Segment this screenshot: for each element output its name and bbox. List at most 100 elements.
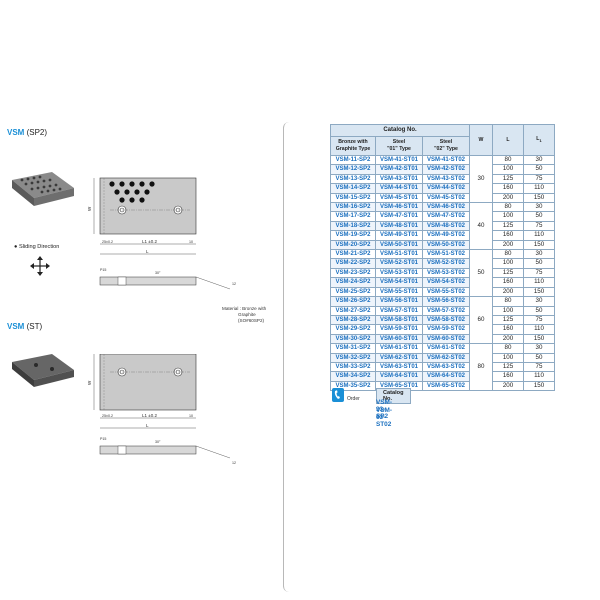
cell-l1-value: 150	[523, 192, 555, 204]
cell-l-value: 160	[492, 183, 524, 194]
cell-bronze-code: VSM-29-SP2	[330, 324, 376, 335]
dim-l: L	[146, 423, 149, 428]
cell-steel02-code: VSM-61-ST02	[422, 343, 470, 354]
cell-steel01-code: VSM-58-ST01	[375, 314, 423, 326]
cell-steel02-code: VSM-55-ST02	[422, 286, 470, 298]
cell-l1-value: 75	[523, 361, 555, 373]
cell-steel01-code: VSM-64-ST01	[375, 371, 423, 382]
cell-bronze-code: VSM-33-SP2	[330, 361, 376, 373]
cell-bronze-code: VSM-15-SP2	[330, 192, 376, 204]
phone-order-icon	[332, 388, 344, 402]
cell-steel02-code: VSM-64-ST02	[422, 371, 470, 382]
cell-steel01-code: VSM-55-ST01	[375, 286, 423, 298]
order-label: Order	[347, 396, 360, 402]
cell-l-value: 125	[492, 314, 524, 326]
cell-bronze-code: VSM-16-SP2	[330, 202, 376, 213]
cell-steel02-code: VSM-54-ST02	[422, 277, 470, 288]
dim-w: W	[87, 380, 92, 385]
cell-l1-value: 110	[523, 277, 555, 288]
cell-steel01-code: VSM-61-ST01	[375, 343, 423, 354]
order-example-2: VSM-63-ST02	[376, 407, 392, 428]
cell-l1-value: 50	[523, 164, 555, 175]
cell-bronze-code: VSM-34-SP2	[330, 371, 376, 382]
cell-steel02-code: VSM-49-ST02	[422, 230, 470, 241]
cell-w-value: 60	[469, 296, 493, 345]
cell-l-value: 125	[492, 173, 524, 185]
cell-l-value: 80	[492, 249, 524, 260]
cell-l-value: 200	[492, 286, 524, 298]
cell-bronze-code: VSM-17-SP2	[330, 211, 376, 222]
cell-l1-value: 75	[523, 173, 555, 185]
cell-steel01-code: VSM-49-ST01	[375, 230, 423, 241]
cell-bronze-code: VSM-30-SP2	[330, 333, 376, 345]
cell-steel02-code: VSM-57-ST02	[422, 305, 470, 316]
cell-l1-value: 75	[523, 267, 555, 279]
cell-steel01-code: VSM-44-ST01	[375, 183, 423, 194]
cell-steel02-code: VSM-45-ST02	[422, 192, 470, 204]
cell-l-value: 125	[492, 267, 524, 279]
cell-l-value: 125	[492, 220, 524, 232]
dim-p15: P15	[100, 437, 106, 441]
cell-l1-value: 75	[523, 314, 555, 326]
cell-steel02-code: VSM-58-ST02	[422, 314, 470, 326]
cell-steel02-code: VSM-60-ST02	[422, 333, 470, 345]
product-image-sp2	[12, 172, 74, 206]
cell-l1-value: 110	[523, 230, 555, 241]
material-note: Material : Bronze with Graphite (SO#60SP…	[222, 306, 267, 323]
cell-l1-value: 150	[523, 286, 555, 298]
cell-steel01-code: VSM-53-ST01	[375, 267, 423, 279]
cell-bronze-code: VSM-24-SP2	[330, 277, 376, 288]
cell-l-value: 160	[492, 324, 524, 335]
cell-steel01-code: VSM-51-ST01	[375, 249, 423, 260]
cell-bronze-code: VSM-18-SP2	[330, 220, 376, 232]
cell-l1-value: 75	[523, 220, 555, 232]
cell-bronze-code: VSM-11-SP2	[330, 154, 376, 166]
col-l-header: L	[492, 124, 524, 156]
cell-steel01-code: VSM-43-ST01	[375, 173, 423, 185]
cell-bronze-code: VSM-12-SP2	[330, 164, 376, 175]
cell-bronze-code: VSM-32-SP2	[330, 352, 376, 363]
cell-l-value: 80	[492, 154, 524, 166]
section-title-st: VSM (ST)	[7, 322, 42, 331]
cell-steel02-code: VSM-44-ST02	[422, 183, 470, 194]
dim-p15: P15	[100, 268, 106, 272]
cell-l-value: 160	[492, 277, 524, 288]
cell-l-value: 160	[492, 230, 524, 241]
cell-steel01-code: VSM-60-ST01	[375, 333, 423, 345]
cell-l-value: 125	[492, 361, 524, 373]
cell-w-value: 30	[469, 154, 493, 204]
cell-steel01-code: VSM-54-ST01	[375, 277, 423, 288]
cell-l1-value: 50	[523, 352, 555, 363]
cell-l-value: 100	[492, 352, 524, 363]
cell-steel02-code: VSM-41-ST02	[422, 154, 470, 166]
cell-bronze-code: VSM-19-SP2	[330, 230, 376, 241]
dim-ten: 10	[189, 240, 193, 244]
table-header-row: Catalog No. W L L1	[330, 124, 555, 156]
dim-l1: L1 ±0.2	[142, 413, 157, 418]
cell-bronze-code: VSM-31-SP2	[330, 343, 376, 354]
section-code: VSM	[7, 128, 25, 137]
cell-l1-value: 30	[523, 343, 555, 354]
cell-steel01-code: VSM-62-ST01	[375, 352, 423, 363]
section-variant: (ST)	[24, 322, 43, 331]
cell-bronze-code: VSM-25-SP2	[330, 286, 376, 298]
dim-angle: 30°	[155, 271, 161, 275]
cell-steel01-code: VSM-46-ST01	[375, 202, 423, 213]
cell-l1-value: 110	[523, 371, 555, 382]
